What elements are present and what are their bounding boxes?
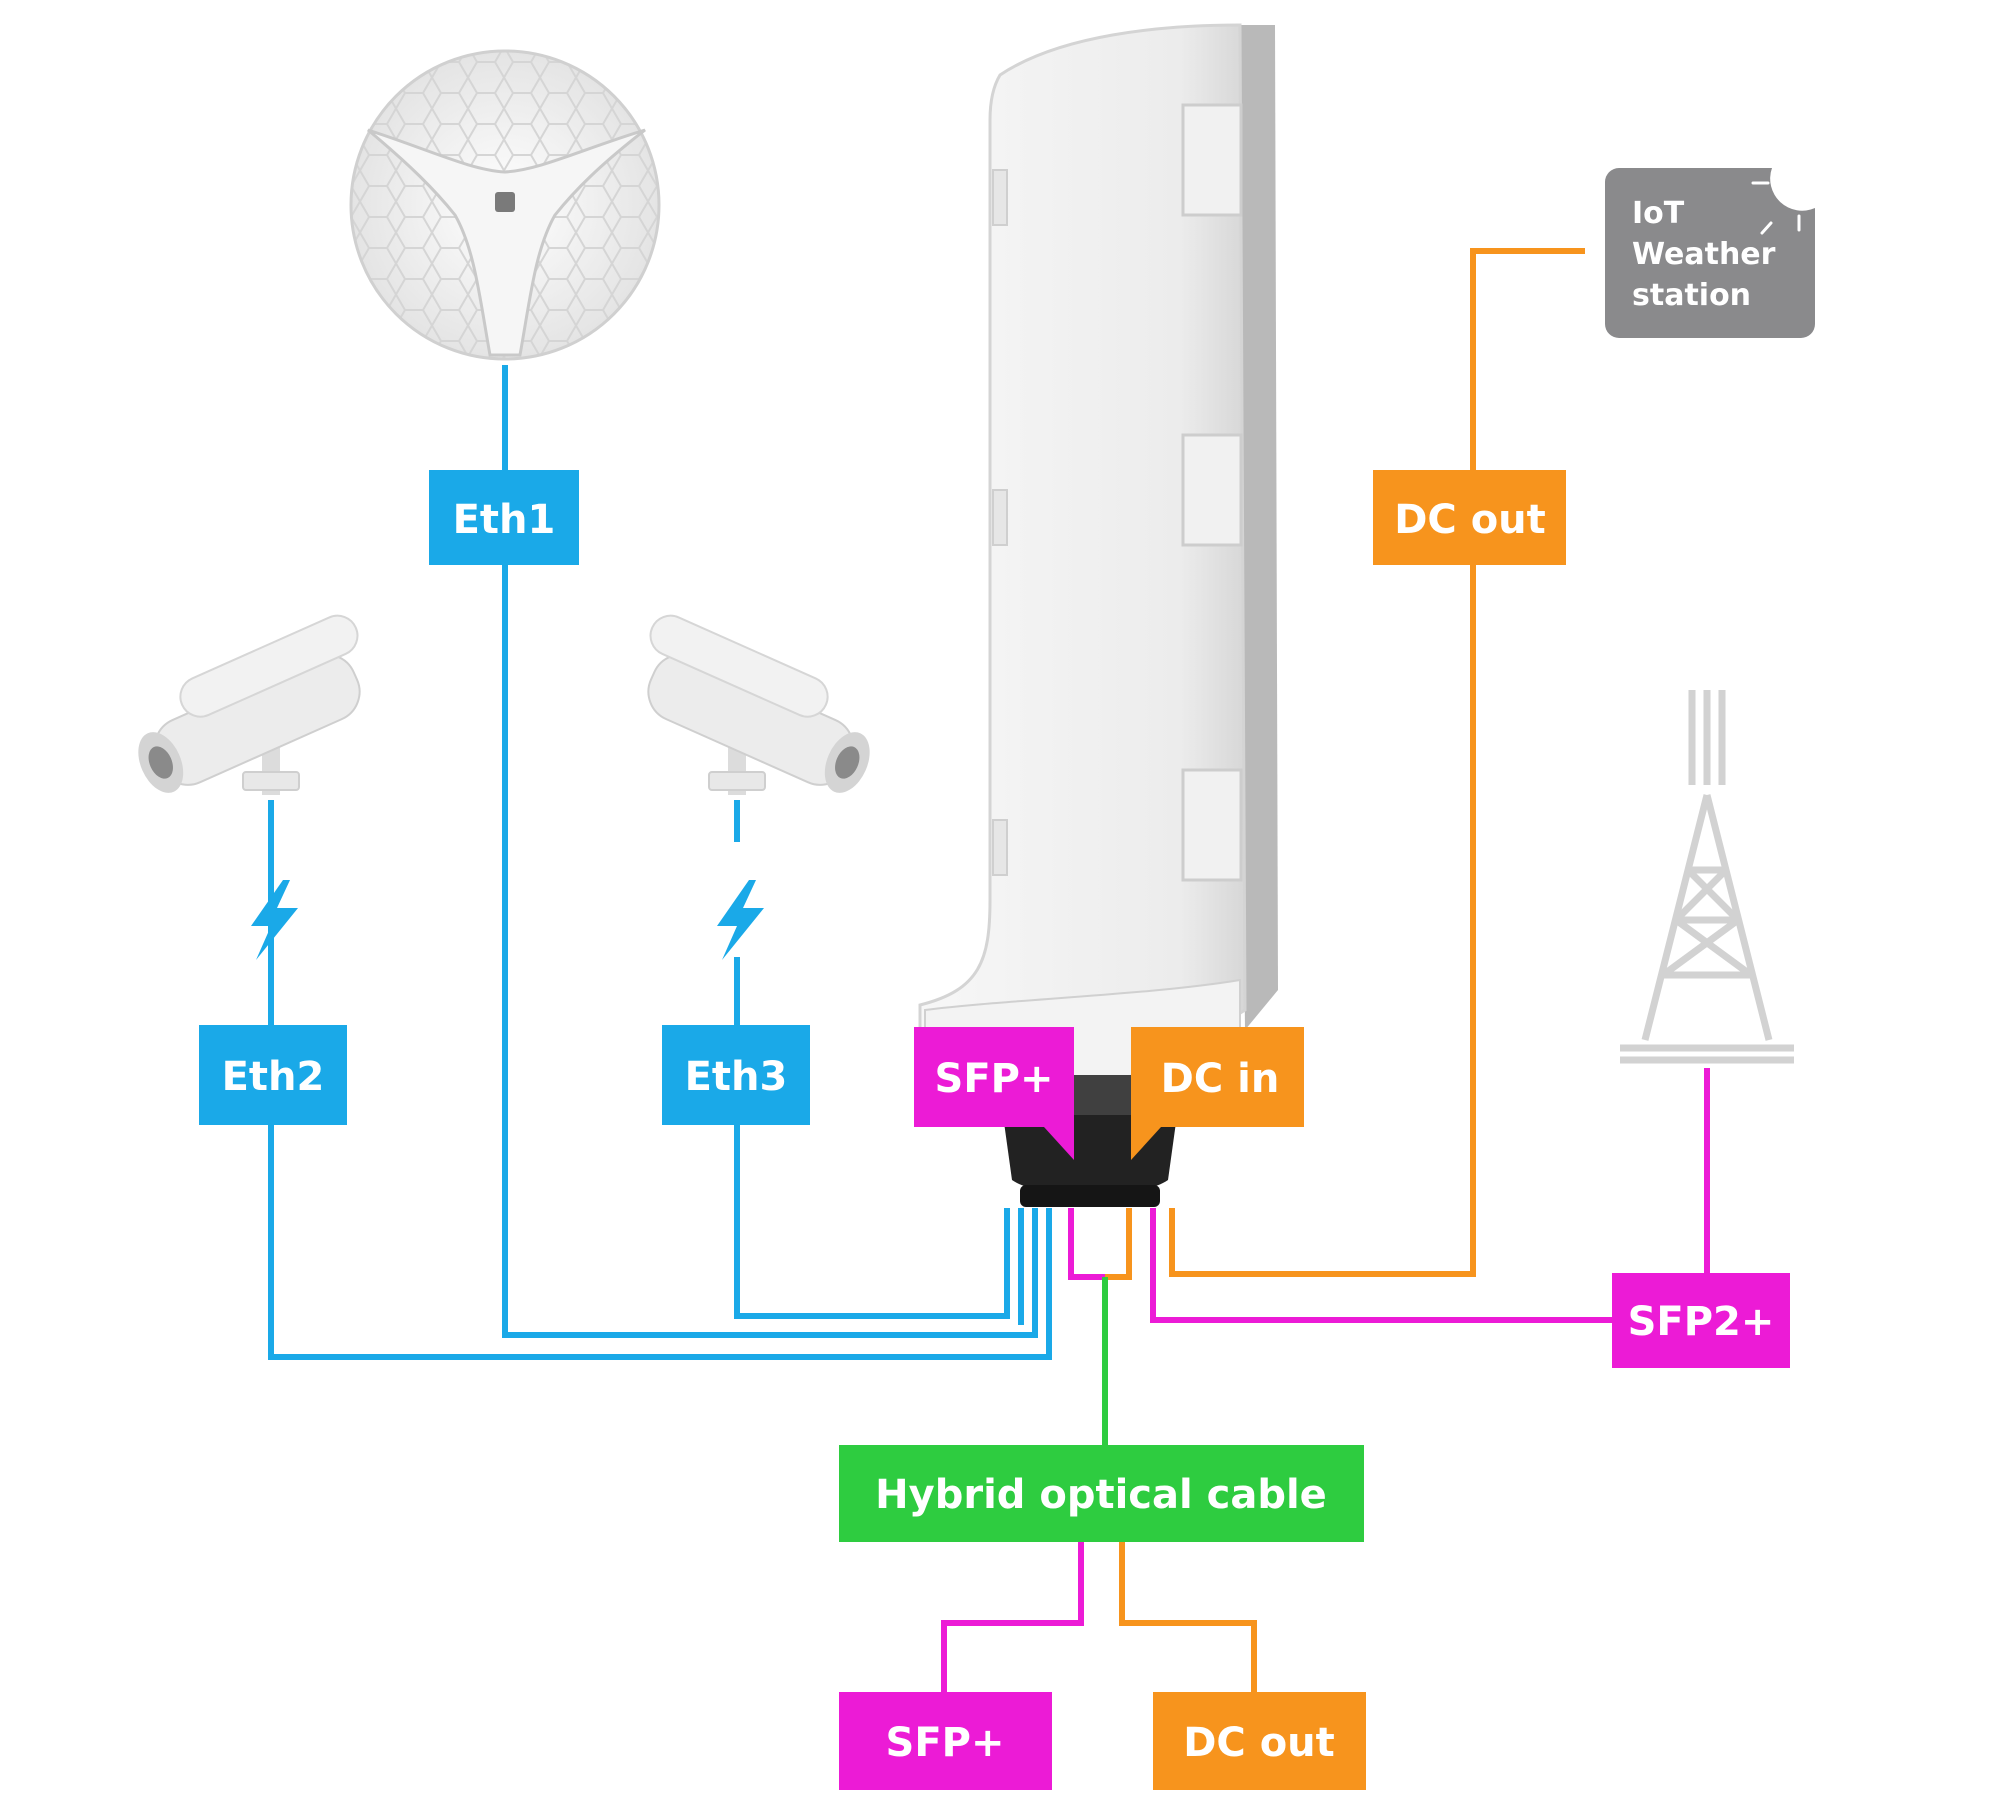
label-dc-out-bottom-text: DC out	[1183, 1720, 1335, 1766]
label-dc-in-text: DC in	[1161, 1056, 1280, 1102]
label-eth1: Eth1	[429, 470, 579, 565]
dc-out-cable	[1169, 248, 1585, 1277]
bottom-sfp-cable	[941, 1540, 1084, 1692]
label-eth2-text: Eth2	[222, 1054, 325, 1100]
iot-label-line3: station	[1632, 278, 1751, 313]
label-hybrid-optical-cable: Hybrid optical cable	[839, 1445, 1364, 1542]
iot-label-line1: IoT	[1632, 196, 1685, 231]
label-hybrid-text: Hybrid optical cable	[875, 1472, 1327, 1518]
label-sfp2-text: SFP2+	[1628, 1299, 1775, 1345]
eth3-cable	[734, 1125, 1010, 1319]
label-eth3-text: Eth3	[685, 1054, 788, 1100]
iot-weather-station: IoT Weather station	[1605, 168, 1815, 338]
hybrid-dc-branch	[1105, 1208, 1132, 1280]
label-sfp2: SFP2+	[1612, 1273, 1790, 1368]
cctv-camera-icon	[138, 614, 361, 795]
label-sfp-port-text: SFP+	[935, 1056, 1054, 1102]
lightning-bolt-icon	[717, 880, 764, 960]
cctv-camera-icon	[647, 614, 870, 795]
hybrid-sfp-branch	[1068, 1208, 1105, 1280]
label-eth1-text: Eth1	[453, 497, 556, 543]
bottom-dc-cable	[1119, 1540, 1257, 1692]
label-dc-out-top: DC out	[1373, 470, 1566, 565]
label-eth2: Eth2	[199, 1025, 347, 1125]
dish-antenna-icon	[349, 49, 661, 361]
label-sfp-bottom: SFP+	[839, 1692, 1052, 1790]
label-eth3: Eth3	[662, 1025, 810, 1125]
cell-tower-icon	[1620, 690, 1794, 1064]
label-sfp-bottom-text: SFP+	[886, 1720, 1005, 1766]
label-dc-out-top-text: DC out	[1394, 497, 1546, 543]
label-sfp-port: SFP+	[914, 1027, 1074, 1160]
eth1-cable	[502, 365, 1038, 1338]
sfp2-cable	[1150, 1208, 1612, 1323]
iot-label-line2: Weather	[1632, 237, 1776, 272]
label-dc-out-bottom: DC out	[1153, 1692, 1366, 1790]
lightning-bolt-icon	[251, 880, 298, 960]
label-dc-in: DC in	[1131, 1027, 1304, 1160]
sun-icon	[1770, 168, 1815, 211]
